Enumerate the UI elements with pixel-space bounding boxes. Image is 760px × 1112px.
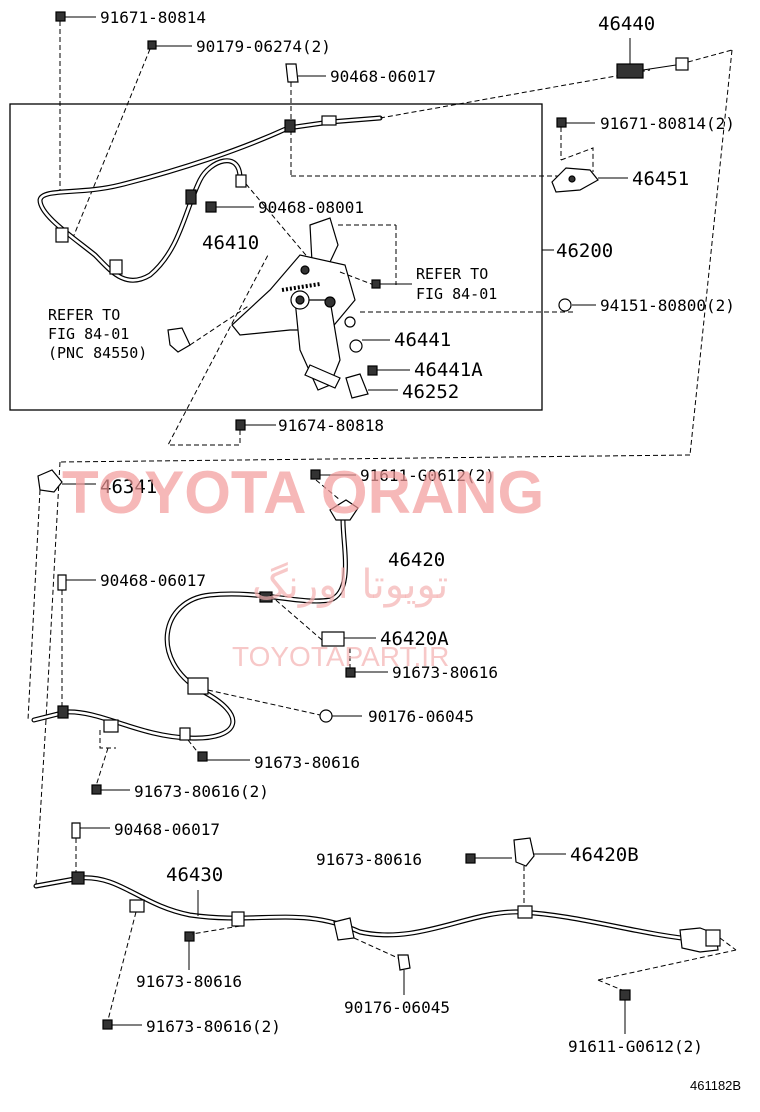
label-91671-80814-2: 91671-80814(2) bbox=[600, 114, 735, 133]
label-91673-80616-f: 91673-80616(2) bbox=[146, 1017, 281, 1036]
watermark-line2: تویوتا اورنگ bbox=[252, 562, 448, 608]
label-90176-06045-b: 90176-06045 bbox=[344, 998, 450, 1017]
bolt-91673-80616-d bbox=[465, 853, 512, 864]
label-91674-80818: 91674-80818 bbox=[278, 416, 384, 435]
grommet-90176-06045-b bbox=[353, 937, 411, 995]
bushing-46441a bbox=[367, 365, 410, 376]
label-90468-06017-b: 90468-06017 bbox=[100, 571, 206, 590]
clamp-46420a bbox=[269, 594, 376, 647]
label-91611-g0612-top: 91611-G0612(2) bbox=[360, 466, 495, 485]
label-90468-06017-a: 90468-06017 bbox=[330, 67, 436, 86]
label-91673-80616-c: 91673-80616(2) bbox=[134, 782, 269, 801]
label-46420: 46420 bbox=[388, 549, 445, 571]
clip-90468-06017-top bbox=[285, 63, 565, 177]
label-91673-80616-a: 91673-80616 bbox=[392, 663, 498, 682]
connector-pnc-84550 bbox=[167, 304, 251, 353]
label-46441: 46441 bbox=[394, 329, 451, 351]
label-refer-2a: REFER TO bbox=[48, 306, 120, 324]
label-91673-80616-b: 91673-80616 bbox=[254, 753, 360, 772]
watermark-line3: TOYOTAPART.IR bbox=[232, 641, 449, 672]
bolt-91671-80814-top bbox=[55, 11, 96, 190]
label-refer-2c: (PNC 84550) bbox=[48, 344, 147, 362]
label-46441a: 46441A bbox=[414, 359, 483, 381]
grommet-90176-06045-a bbox=[319, 709, 362, 723]
label-91673-80616-e: 91673-80616 bbox=[136, 972, 242, 991]
label-refer-1a: REFER TO bbox=[416, 265, 488, 283]
bracket-46341 bbox=[37, 469, 96, 493]
label-46440: 46440 bbox=[598, 13, 655, 35]
bushing-46441 bbox=[349, 339, 390, 353]
label-46252: 46252 bbox=[402, 381, 459, 403]
pad-46252 bbox=[345, 373, 398, 399]
label-46200: 46200 bbox=[556, 240, 613, 262]
label-90179-06274: 90179-06274(2) bbox=[196, 37, 331, 56]
label-91673-80616-d: 91673-80616 bbox=[316, 850, 422, 869]
label-90176-06045-a: 90176-06045 bbox=[368, 707, 474, 726]
label-91671-80814: 91671-80814 bbox=[100, 8, 206, 27]
bolt-91611-g0612-bot bbox=[619, 989, 631, 1034]
label-46420b: 46420B bbox=[570, 844, 639, 866]
bracket-46451 bbox=[551, 117, 628, 193]
watermark-line1: TOYOTA ORANG bbox=[62, 459, 544, 526]
nut-94151-80800 bbox=[558, 298, 596, 312]
cable-end-46440 bbox=[616, 38, 733, 456]
label-46451: 46451 bbox=[632, 168, 689, 190]
drawing-code: 461182B bbox=[690, 1078, 741, 1093]
label-46410: 46410 bbox=[202, 232, 259, 254]
cable-46420 bbox=[31, 502, 349, 741]
clip-90468-08001 bbox=[205, 183, 311, 261]
clip-90179-06274 bbox=[71, 40, 192, 241]
label-46341: 46341 bbox=[100, 476, 157, 498]
label-46420a: 46420A bbox=[380, 628, 449, 650]
label-refer-2b: FIG 84-01 bbox=[48, 325, 129, 343]
label-refer-1b: FIG 84-01 bbox=[416, 285, 497, 303]
label-46430: 46430 bbox=[166, 864, 223, 886]
clamp-46420b bbox=[513, 837, 566, 906]
assembly-frame bbox=[9, 103, 543, 411]
bolt-91674-80818 bbox=[167, 254, 276, 446]
label-91611-g0612-bot: 91611-G0612(2) bbox=[568, 1037, 703, 1056]
label-90468-06017-c: 90468-06017 bbox=[114, 820, 220, 839]
clip-90468-06017-mid bbox=[57, 574, 96, 710]
label-94151-80800: 94151-80800(2) bbox=[600, 296, 735, 315]
bolt-91611-g0612-top bbox=[310, 469, 356, 501]
pedal-assembly-46200 bbox=[231, 217, 356, 391]
label-90468-08001: 90468-08001 bbox=[258, 198, 364, 217]
